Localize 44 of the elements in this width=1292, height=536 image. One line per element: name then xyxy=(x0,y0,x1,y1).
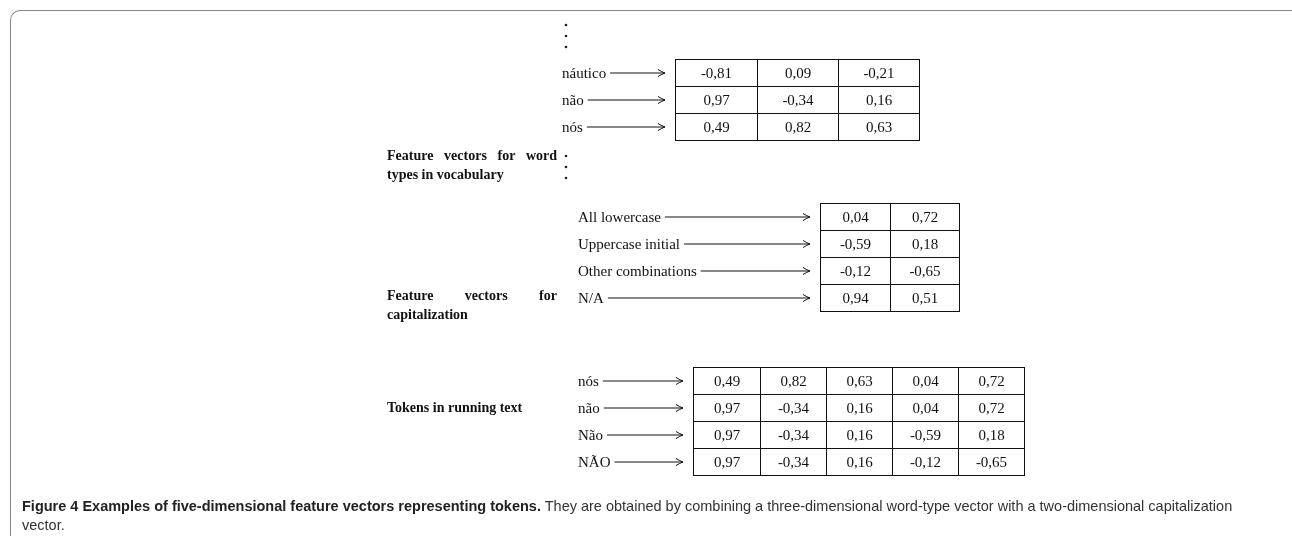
section-heading: Feature vectors for word types in vocabulary xyxy=(387,147,557,184)
vector-value: 0,04 xyxy=(841,208,870,227)
vector-value: 0,82 xyxy=(757,114,838,140)
vector-row xyxy=(693,367,1025,395)
vector-value: 0,97 xyxy=(712,426,742,445)
vector-value: 0,97 xyxy=(702,91,731,110)
vector-row xyxy=(693,421,1025,449)
vector-row xyxy=(820,203,960,231)
vector-value: 0,49 xyxy=(712,372,742,391)
word-label: nós xyxy=(578,371,599,391)
vector-row xyxy=(675,113,920,141)
vector-row xyxy=(675,59,920,87)
word-label: Other combinations xyxy=(578,261,697,281)
vector-value: 0,16 xyxy=(826,449,892,475)
word-label: náutico xyxy=(562,63,607,83)
section-heading: Tokens in running text xyxy=(387,399,524,417)
vector-value: 0,94 xyxy=(841,289,870,308)
word-label: Não xyxy=(578,425,603,445)
vector-row xyxy=(675,86,920,114)
section-heading: Feature vectors for capitalization xyxy=(387,287,557,324)
vector-row xyxy=(693,448,1025,476)
vector-value: -0,59 xyxy=(838,235,873,254)
vector-value: 0,49 xyxy=(702,118,731,137)
vector-row xyxy=(693,394,1025,422)
word-label: N/A xyxy=(578,288,604,308)
vector-value: -0,12 xyxy=(838,262,873,281)
vector-value: 0,51 xyxy=(890,285,959,311)
vector-row xyxy=(820,230,960,258)
word-label: não xyxy=(578,398,600,418)
vector-value: 0,63 xyxy=(838,114,919,140)
vector-value: 0,97 xyxy=(712,453,742,472)
word-label: All lowercase xyxy=(578,207,661,227)
vector-row xyxy=(820,284,960,312)
word-label: não xyxy=(562,90,584,110)
vector-value: -0,81 xyxy=(699,64,734,83)
vector-value: -0,34 xyxy=(760,449,826,475)
figure-caption: Figure 4 Examples of five-dimensional feature vectors representing tokens. They are obtained by combining a three-dimensional word-type vector with a two-dimensional capitalization vector. xyxy=(22,497,1234,535)
word-label: NÃO xyxy=(578,452,611,472)
vector-value: -0,12 xyxy=(892,449,958,475)
word-label: Uppercase initial xyxy=(578,234,681,254)
vector-value: -0,65 xyxy=(958,449,1024,475)
vector-value: 0,97 xyxy=(712,399,742,418)
vector-row xyxy=(820,257,960,285)
word-label: nós xyxy=(562,117,583,137)
